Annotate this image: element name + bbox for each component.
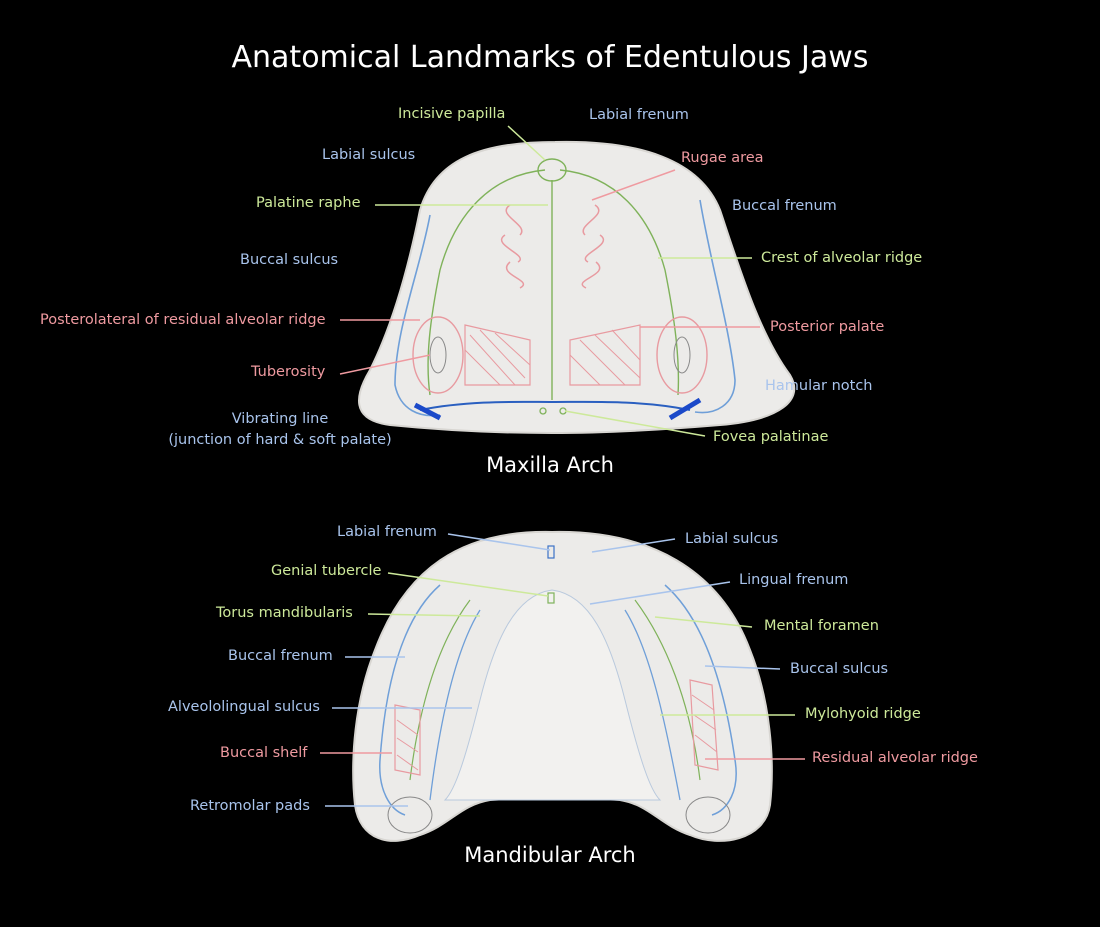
label-posterior-palate: Posterior palate [770, 319, 885, 335]
leader-lingual-frenum [589, 581, 731, 605]
label-buccal-frenum: Buccal frenum [732, 198, 837, 214]
label-rugae-area: Rugae area [681, 150, 764, 166]
label-palatine-raphe: Palatine raphe [256, 195, 361, 211]
page-title: Anatomical Landmarks of Edentulous Jaws [231, 40, 869, 75]
label-labial-sulcus: Labial sulcus [322, 147, 416, 163]
leader-mental-foramen [654, 616, 753, 628]
label-genial-tubercle: Genial tubercle [271, 563, 382, 579]
maxilla-model [358, 140, 796, 435]
maxilla-caption: Maxilla Arch [486, 453, 614, 477]
label-hamular-notch: Hamular notch [765, 378, 873, 394]
mandible-leader-lines [320, 533, 805, 807]
label-m-labial-frenum: Labial frenum [337, 524, 437, 540]
label-alveololingual-sulcus: Alveololingual sulcus [168, 699, 320, 715]
mandible-caption: Mandibular Arch [464, 843, 636, 867]
label-m-buccal-frenum: Buccal frenum [228, 648, 333, 664]
label-posterolateral: Posterolateral of residual alveolar ridg… [40, 312, 326, 328]
leader-m-buccal-sulcus [704, 665, 781, 670]
label-buccal-shelf: Buccal shelf [220, 745, 308, 761]
label-m-buccal-sulcus: Buccal sulcus [790, 661, 889, 677]
leader-m-labial-sulcus [591, 538, 676, 553]
leader-incisive-papilla [507, 125, 546, 161]
label-vibrating-line-note: (junction of hard & soft palate) [168, 432, 392, 448]
label-mylohyoid-ridge: Mylohyoid ridge [805, 706, 921, 722]
label-residual-alveolar-ridge: Residual alveolar ridge [812, 750, 978, 766]
mandible-model [352, 530, 773, 842]
leader-tuberosity [339, 354, 431, 375]
label-crest-alveolar-ridge: Crest of alveolar ridge [761, 250, 923, 266]
label-torus-mandibularis: Torus mandibularis [216, 605, 353, 621]
leader-m-labial-frenum [447, 533, 551, 551]
leader-fovea-palatinae [564, 410, 706, 437]
label-lingual-frenum: Lingual frenum [739, 572, 849, 588]
label-labial-frenum: Labial frenum [589, 107, 689, 123]
label-m-labial-sulcus: Labial sulcus [685, 531, 779, 547]
label-buccal-sulcus: Buccal sulcus [240, 252, 339, 268]
label-incisive-papilla: Incisive papilla [398, 106, 506, 122]
label-vibrating-line: Vibrating line [231, 411, 329, 427]
label-retromolar-pads: Retromolar pads [190, 798, 310, 814]
leader-rugae-area [591, 169, 676, 201]
label-mental-foramen: Mental foramen [764, 618, 879, 634]
label-tuberosity: Tuberosity [251, 364, 326, 380]
label-fovea-palatinae: Fovea palatinae [713, 429, 829, 445]
leader-torus-mandibularis [367, 613, 481, 617]
leader-genial-tubercle [387, 572, 549, 597]
maxilla-leader-lines [339, 125, 760, 437]
